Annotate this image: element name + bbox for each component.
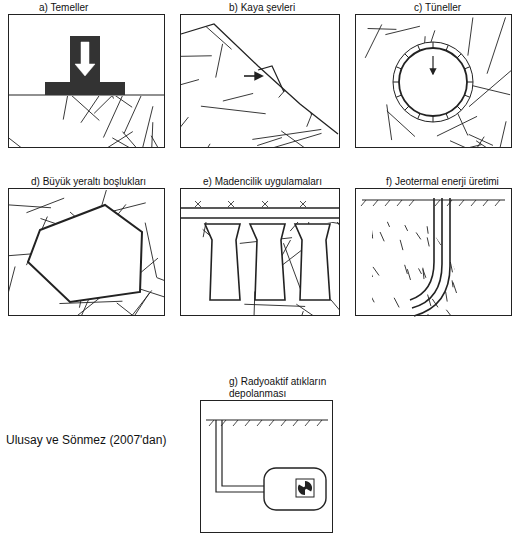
panel-box: d) Büyük yeraltı boşlukları: [8, 188, 165, 316]
rock-joints: [6, 14, 515, 365]
panel-title: g) Radyoaktif atıkların depolanması: [229, 376, 339, 400]
geothermal-figure: [361, 198, 505, 316]
panel-title: e) Madencilik uygulamaları: [203, 176, 341, 188]
panel-box: c) Tüneller: [355, 14, 512, 148]
source-note: Ulusay ve Sönmez (2007'dan): [6, 433, 166, 447]
panel-title: b) Kaya şevleri: [229, 2, 339, 14]
panel-box: b) Kaya şevleri: [180, 14, 340, 148]
tunnel-figure: [393, 42, 473, 122]
panel-title: d) Büyük yeraltı boşlukları: [31, 176, 166, 188]
foundation-figure: [9, 36, 164, 95]
cavern-figure: [28, 205, 142, 302]
panel-box: a) Temeller: [8, 14, 165, 148]
mining-figure: [181, 201, 339, 300]
panel-title: a) Temeller: [39, 2, 164, 14]
panel-box: f) Jeotermal enerji üretimi: [355, 188, 512, 316]
panel-box: g) Radyoaktif atıkların depolanması: [200, 400, 333, 533]
panel-box: e) Madencilik uygulamaları: [180, 188, 340, 316]
repository-figure: [206, 420, 328, 510]
slope-figure: [181, 24, 338, 134]
panel-title: c) Tüneller: [414, 2, 509, 14]
panel-title: f) Jeotermal enerji üretimi: [386, 176, 513, 188]
